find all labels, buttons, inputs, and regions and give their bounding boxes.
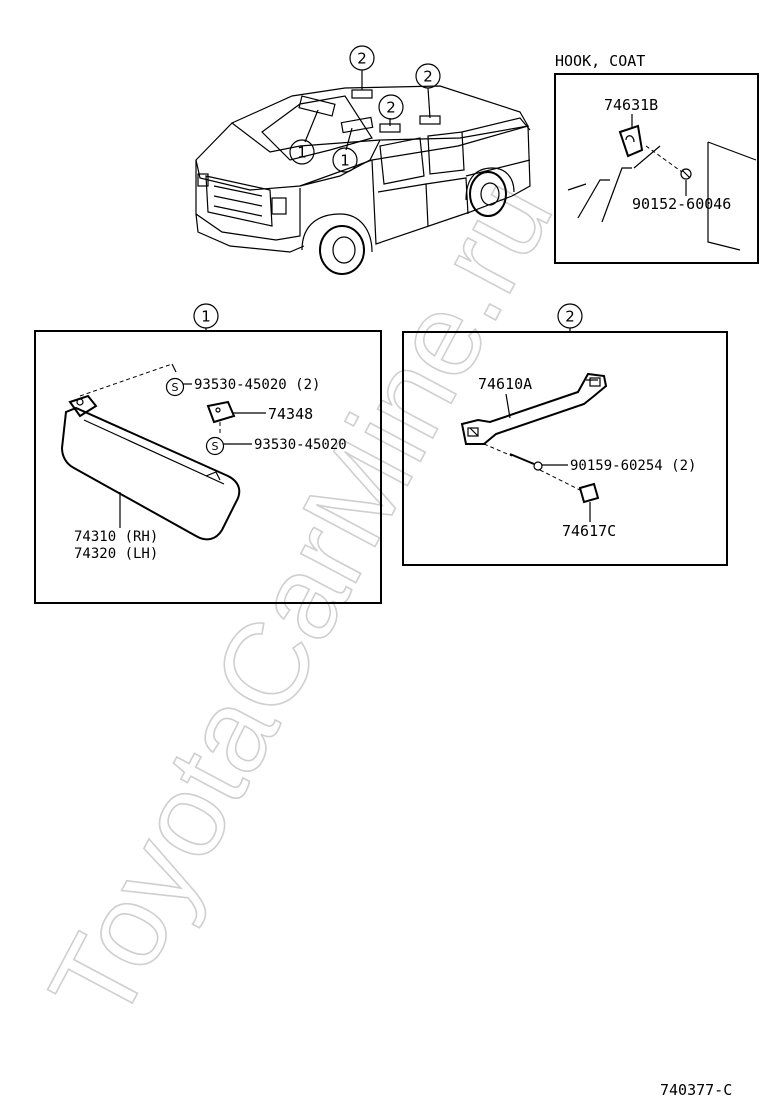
svg-text:S: S bbox=[212, 440, 219, 453]
hook-coat-illustration bbox=[567, 124, 757, 251]
callout-1-left: 1 bbox=[289, 139, 315, 165]
part-93530-45020: 93530-45020 bbox=[254, 437, 347, 453]
svg-text:1: 1 bbox=[201, 308, 211, 326]
part-74320-lh: 74320 (LH) bbox=[74, 546, 158, 562]
part-90152-60046: 90152-60046 bbox=[632, 195, 731, 213]
callout-2-top: 2 bbox=[349, 45, 375, 71]
panel-2-callout: 2 bbox=[557, 303, 583, 329]
part-74610A: 74610A bbox=[478, 375, 532, 393]
panel-1 bbox=[34, 330, 382, 604]
watermark: ToyotaCarMine.ru bbox=[24, 158, 578, 1042]
svg-text:2: 2 bbox=[565, 308, 575, 326]
part-90159-60254-2: 90159-60254 (2) bbox=[570, 458, 696, 474]
svg-text:2: 2 bbox=[357, 50, 367, 68]
part-74617C: 74617C bbox=[562, 522, 616, 540]
part-93530-45020-2: 93530-45020 (2) bbox=[194, 377, 320, 393]
vehicle-illustration bbox=[195, 70, 531, 275]
svg-text:1: 1 bbox=[340, 152, 350, 170]
callout-2-right: 2 bbox=[415, 63, 441, 89]
hook-coat-panel bbox=[554, 73, 759, 264]
part-74631B: 74631B bbox=[604, 96, 658, 114]
callout-2-middle: 2 bbox=[378, 94, 404, 120]
part-74310-rh: 74310 (RH) bbox=[74, 529, 158, 545]
part-74348: 74348 bbox=[268, 405, 313, 423]
svg-text:1: 1 bbox=[297, 144, 307, 162]
callout-1-right: 1 bbox=[332, 147, 358, 173]
svg-text:S: S bbox=[172, 381, 179, 394]
s-mark-2: S bbox=[205, 436, 225, 456]
panel-2 bbox=[402, 331, 728, 566]
assist-grip-illustration bbox=[460, 372, 608, 504]
s-mark-1: S bbox=[165, 377, 185, 397]
svg-text:2: 2 bbox=[386, 99, 396, 117]
diagram-code: 740377-C bbox=[660, 1081, 732, 1099]
svg-text:2: 2 bbox=[423, 68, 433, 86]
hook-coat-title: HOOK, COAT bbox=[555, 52, 645, 70]
sun-visor-illustration bbox=[60, 363, 241, 541]
panel-1-callout: 1 bbox=[193, 303, 219, 329]
